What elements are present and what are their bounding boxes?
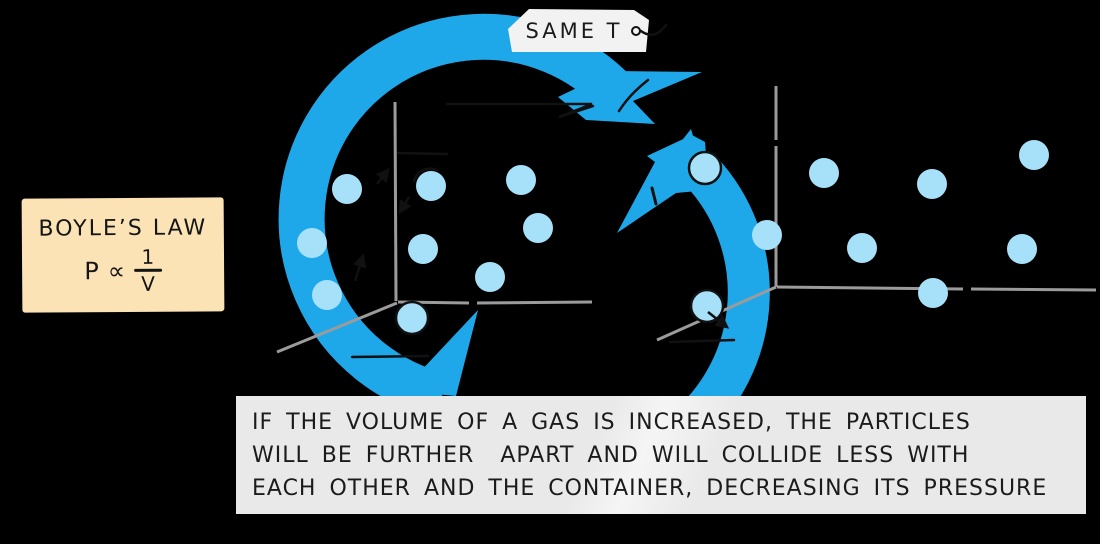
gas-particle (312, 280, 342, 310)
price-tag-shape (508, 9, 649, 52)
motion-arrow-icon (353, 253, 367, 282)
particles-layer (297, 140, 1049, 336)
left-container-axes (276, 101, 593, 354)
pressure-symbol: P (84, 256, 99, 285)
gas-particle (523, 213, 553, 243)
gas-particle (917, 169, 947, 199)
arrowhead-notch (676, 129, 697, 150)
expand-cycle-arrow-left (278, 13, 702, 419)
gas-particle (809, 158, 839, 188)
arrow-tail-flick (402, 310, 478, 396)
gas-particle (408, 234, 438, 264)
gas-particle (475, 262, 505, 292)
ink-detail (394, 151, 449, 156)
arrowhead-icon (617, 135, 709, 233)
caption-line: WILL BE FURTHER APART AND WILL COLLIDE L… (252, 442, 970, 468)
gas-particle (918, 278, 948, 308)
ink-detail (412, 167, 439, 183)
axis-line (970, 287, 1097, 292)
caption-box: IF THE VOLUME OF A GAS IS INCREASED, THE… (236, 396, 1086, 514)
tag-label: SAME T (525, 19, 623, 43)
gas-particle (416, 171, 446, 201)
ink-detail (617, 78, 650, 113)
law-box: BOYLE’S LAW P ∝ 1 V (21, 197, 225, 313)
fraction-numerator: 1 (141, 244, 155, 269)
gas-particle (1019, 140, 1049, 170)
volume-fraction: 1 V (133, 244, 162, 296)
caption-line: EACH OTHER AND THE CONTAINER, DECREASING… (252, 475, 1048, 501)
gas-particle (394, 300, 430, 336)
expand-cycle-arrow-right (617, 129, 770, 453)
proportional-symbol: ∝ (107, 256, 126, 285)
caption-line: IF THE VOLUME OF A GAS IS INCREASED, THE… (252, 409, 971, 435)
gas-particle (297, 228, 327, 258)
motion-arrow-icon (398, 196, 412, 215)
ink-detail (650, 186, 658, 206)
gas-particle (506, 165, 536, 195)
price-tag (508, 9, 668, 52)
gas-particle (689, 288, 725, 324)
axis-line (393, 101, 398, 302)
axis-line (276, 301, 398, 354)
fraction-denominator: V (141, 271, 155, 296)
law-formula: P ∝ 1 V (84, 244, 162, 296)
gas-particle (1007, 234, 1037, 264)
motion-arrow-icon (375, 167, 390, 185)
tag-string-icon (639, 23, 668, 36)
gas-particle (332, 174, 362, 204)
law-title: BOYLE’S LAW (38, 215, 208, 242)
motion-arrow-icon (707, 311, 730, 329)
motion-arrows-layer (353, 167, 730, 329)
gas-particle (687, 150, 723, 186)
gas-particle (847, 233, 877, 263)
ink-detail (350, 354, 430, 359)
ink-detail (668, 338, 736, 344)
ink-detail (445, 102, 595, 119)
gas-particle (752, 220, 782, 250)
axis-line (476, 300, 593, 305)
